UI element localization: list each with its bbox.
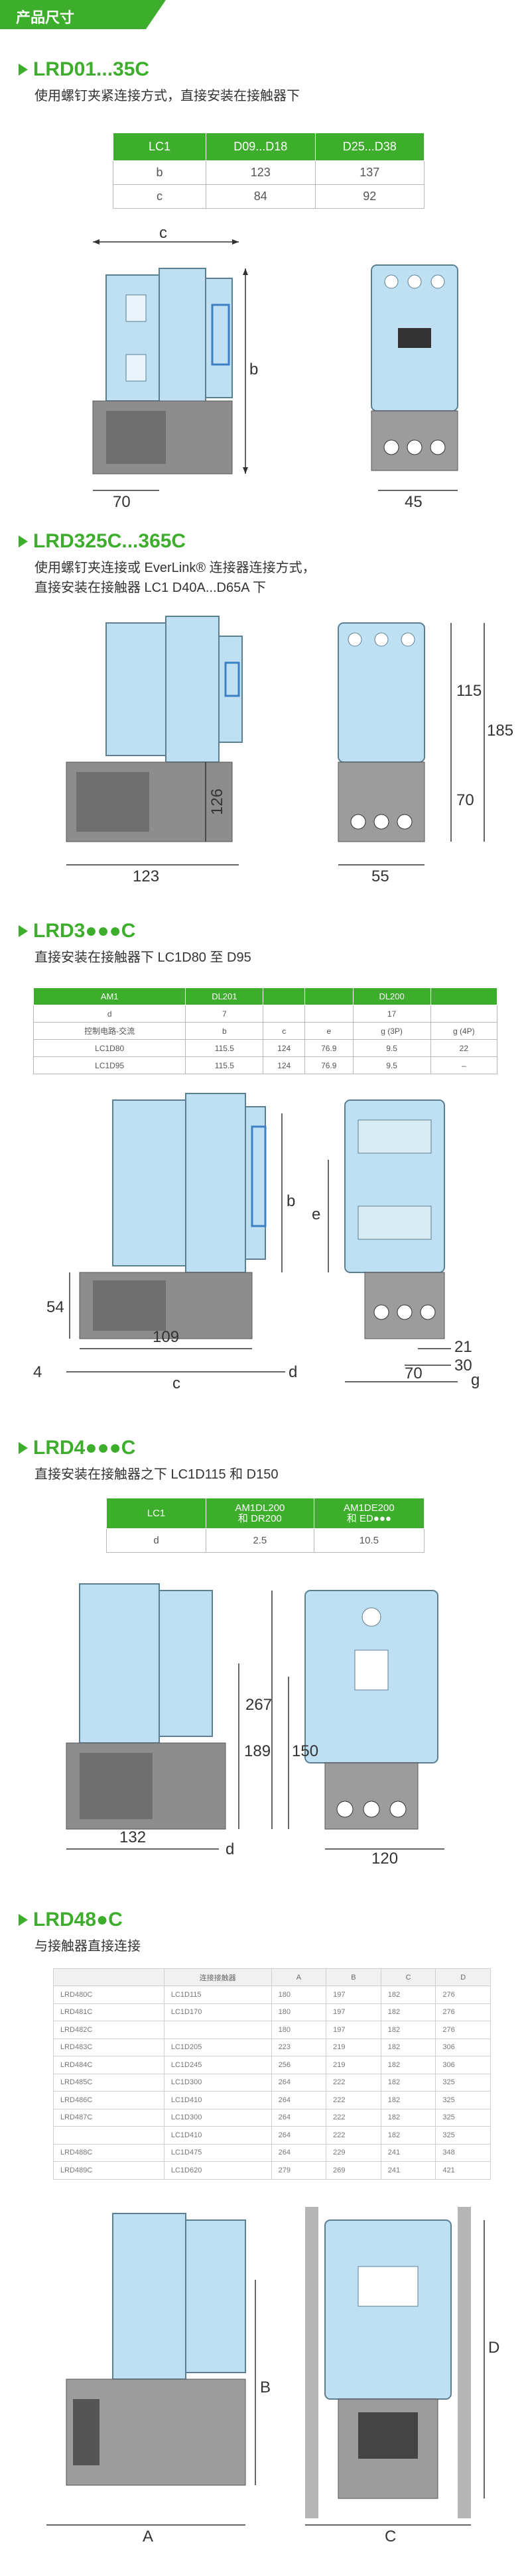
lrd4-front-view: 267 150 120: [245, 1590, 444, 1868]
section-title-lrd48: LRD48●C: [19, 1909, 123, 1931]
table-row: b 123 137: [113, 160, 425, 185]
lrd48-front-view: D C: [305, 2207, 499, 2546]
section-desc-lrd01: 使用螺钉夹紧连接方式，直接安装在接触器下: [34, 89, 300, 103]
table-header-row: 连接接触器 A B C D: [53, 1968, 491, 1986]
dim-label-70: 70: [405, 1365, 423, 1382]
lrd01-front-view: 45: [371, 264, 458, 511]
lrd325-drawing: 126 123 115 185 70 55: [66, 616, 513, 885]
section-desc-lrd48: 与接触器直接连接: [34, 1939, 141, 1954]
dimension-table-lrd3: AM1 DL201 DL200 d 7 17 控制电路-交流 b c e g (…: [33, 987, 498, 1074]
table-row: d 7 17: [33, 1005, 498, 1023]
dim-label-126: 126: [208, 789, 226, 815]
dim-label-A: A: [143, 2528, 153, 2546]
dim-label-45: 45: [405, 493, 423, 511]
lrd3-side-view: 54 b 109 4 c d: [33, 1093, 297, 1392]
lrd01-drawing: c b 70 45: [92, 224, 458, 511]
page-header-banner: 产品尺寸: [0, 0, 166, 29]
lrd48-drawing: B A D C: [46, 2207, 499, 2546]
dim-label-4: 4: [33, 1363, 42, 1381]
dim-label-b: b: [249, 361, 258, 378]
lrd4-drawing: 189 132 d 267 150 120: [66, 1583, 444, 1868]
dim-label-70: 70: [113, 493, 131, 511]
dim-label-B: B: [260, 2379, 271, 2396]
lrd3-drawing: 54 b 109 4 c d e 21 30 70 g: [33, 1093, 480, 1392]
dim-label-115: 115: [456, 682, 482, 700]
lrd325-side-view: 126 123: [66, 616, 243, 885]
bullet-triangle-icon: [19, 535, 28, 547]
dim-label-267: 267: [245, 1696, 272, 1714]
dim-label-120: 120: [371, 1850, 398, 1868]
lrd3-front-view: e 21 30 70 g: [312, 1099, 480, 1389]
dim-label-150: 150: [292, 1742, 318, 1760]
dim-label-30: 30: [454, 1357, 472, 1374]
bullet-triangle-icon: [19, 1442, 28, 1454]
dim-label-D: D: [488, 2339, 499, 2357]
dim-label-55: 55: [371, 868, 389, 885]
dim-label-185: 185: [487, 722, 513, 740]
table-header-row: AM1 DL201 DL200: [33, 987, 498, 1005]
dim-label-C: C: [385, 2528, 396, 2546]
table-header-row: LC1 D09...D18 D25...D38: [113, 133, 425, 161]
dim-label-123: 123: [133, 868, 159, 885]
dim-label-70-h: 70: [456, 791, 474, 809]
dim-label-132: 132: [119, 1828, 146, 1846]
lrd48-side-view: B A: [46, 2213, 271, 2546]
table-row: c 84 92: [113, 184, 425, 209]
bullet-triangle-icon: [19, 1914, 28, 1926]
section-desc-lrd4: 直接安装在接触器之下 LC1D115 和 D150: [34, 1467, 279, 1482]
bullet-triangle-icon: [19, 925, 28, 937]
dim-label-e: e: [312, 1205, 320, 1223]
lrd325-front-view: 115 185 70 55: [338, 622, 513, 885]
dim-label-21: 21: [454, 1338, 472, 1356]
lrd01-side-view: c b 70: [92, 224, 258, 511]
table-row: LC1D80 115.5 124 76.9 9.5 22: [33, 1039, 498, 1057]
table-row: 控制电路-交流 b c e g (3P) g (4P): [33, 1022, 498, 1040]
section-desc-lrd3: 直接安装在接触器下 LC1D80 至 D95: [34, 950, 251, 965]
section-title-lrd01: LRD01...35C: [19, 58, 149, 81]
dim-label-54: 54: [46, 1298, 64, 1316]
dim-label-c: c: [172, 1374, 180, 1392]
section-title-lrd3: LRD3●●●C: [19, 920, 135, 942]
section-title-lrd4: LRD4●●●C: [19, 1437, 135, 1459]
dim-label-b: b: [287, 1192, 295, 1210]
lrd4-side-view: 189 132 d: [66, 1583, 271, 1858]
dim-label-189: 189: [244, 1742, 271, 1760]
table-row: LC1D95 115.5 124 76.9 9.5 –: [33, 1056, 498, 1074]
page-title: 产品尺寸: [16, 9, 75, 26]
dim-label-g: g: [471, 1371, 480, 1389]
bullet-triangle-icon: [19, 64, 28, 76]
section-title-lrd325: LRD325C...365C: [19, 530, 186, 553]
table-row: d 2.5 10.5: [106, 1528, 425, 1553]
dimension-table-lrd4: LC1 AM1DL200 和 DR200 AM1DE200 和 ED●●● d …: [106, 1498, 425, 1553]
dim-label-d: d: [226, 1840, 234, 1858]
section-desc-lrd325-line1: 使用螺钉夹连接或 EverLink® 连接器连接方式，: [34, 561, 316, 575]
dim-label-d: d: [289, 1363, 297, 1381]
dim-label-c: c: [159, 224, 167, 242]
section-desc-lrd325-line2: 直接安装在接触器 LC1 D40A...D65A 下: [34, 581, 266, 595]
table-header-row: LC1 AM1DL200 和 DR200 AM1DE200 和 ED●●●: [106, 1498, 425, 1529]
dimension-table-lrd01: LC1 D09...D18 D25...D38 b 123 137 c 84 9…: [113, 133, 425, 209]
dim-label-109: 109: [153, 1328, 179, 1346]
